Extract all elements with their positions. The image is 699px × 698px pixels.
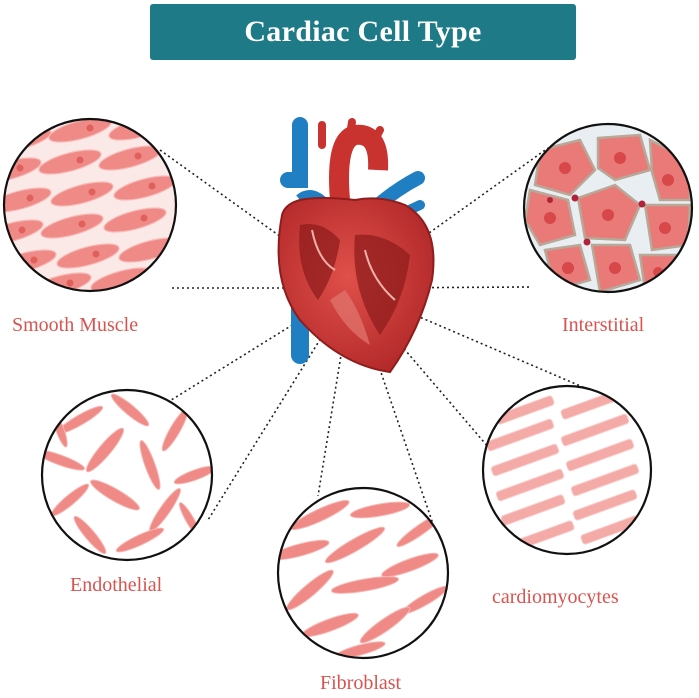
label-fibroblast: Fibroblast [320, 672, 402, 694]
label-smooth-muscle: Smooth Muscle [12, 314, 139, 336]
heart-icon [277, 117, 435, 374]
title-banner: Cardiac Cell Type [150, 4, 576, 60]
label-cardiomyocytes: cardiomyocytes [492, 586, 619, 608]
label-endothelial: Endothelial [70, 574, 163, 596]
interstitial-cell-image [522, 122, 694, 294]
label-interstitial: Interstitial [562, 314, 645, 336]
page-title: Cardiac Cell Type [244, 15, 482, 48]
endothelial-cell-image [40, 388, 214, 562]
smooth-muscle-cell-image [2, 117, 178, 293]
cardiomyocytes-cell-image [481, 384, 653, 556]
fibroblast-cell-image [276, 486, 450, 660]
connector-line [351, 287, 586, 389]
